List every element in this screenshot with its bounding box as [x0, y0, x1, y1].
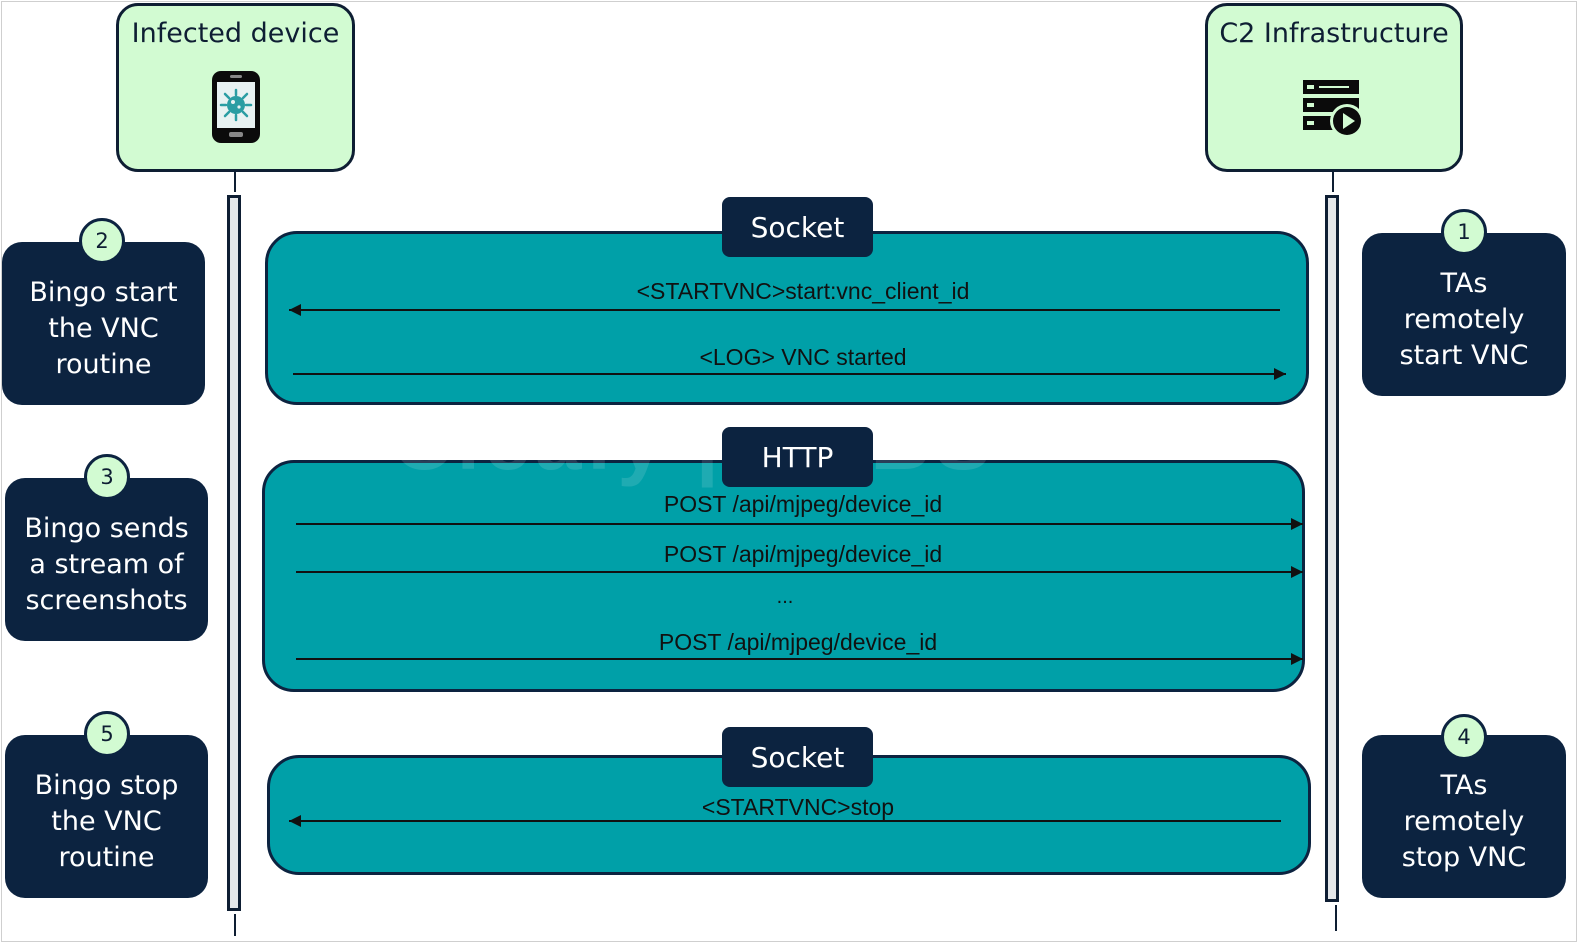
- server-play-icon: [1301, 76, 1367, 147]
- message-label: POST /api/mjpeg/device_id: [663, 541, 943, 567]
- step-1-box: TAs remotely start VNC: [1362, 233, 1566, 396]
- step-4-box: TAs remotely stop VNC: [1362, 735, 1566, 898]
- actor-c2-infrastructure: C2 Infrastructure: [1205, 3, 1463, 172]
- lifeline-device-dash-top: [234, 172, 236, 192]
- lifeline-c2-dash-bottom: [1335, 905, 1337, 931]
- step-3-badge: 3: [84, 454, 130, 500]
- actor-title: Infected device: [131, 18, 340, 49]
- lifeline-c2: [1325, 195, 1339, 902]
- step-text: Bingo sends a stream of screenshots: [24, 512, 189, 616]
- watermark: Cleafy | LABS: [392, 393, 995, 487]
- step-5-box: Bingo stop the VNC routine: [5, 735, 208, 898]
- protocol-label-http: HTTP: [722, 427, 873, 487]
- message-label: <STARTVNC>start:vnc_client_id: [636, 278, 970, 304]
- actor-infected-device: Infected device: [116, 3, 355, 172]
- infected-phone-icon: [210, 70, 262, 149]
- http-group-panel: [262, 460, 1305, 692]
- step-text: TAs remotely start VNC: [1399, 267, 1529, 371]
- step-4-badge: 4: [1441, 714, 1487, 760]
- step-1-badge: 1: [1441, 209, 1487, 255]
- step-3-box: Bingo sends a stream of screenshots: [5, 478, 208, 641]
- step-text: Bingo stop the VNC routine: [34, 769, 179, 873]
- message-label: <LOG> VNC started: [699, 344, 907, 370]
- step-text: Bingo start the VNC routine: [29, 276, 178, 380]
- step-5-badge: 5: [84, 711, 130, 757]
- message-label: <STARTVNC>stop: [701, 794, 895, 820]
- lifeline-device: [227, 195, 241, 911]
- protocol-label-socket: Socket: [722, 197, 873, 257]
- step-2-box: Bingo start the VNC routine: [2, 242, 205, 405]
- lifeline-c2-dash-top: [1332, 172, 1334, 192]
- step-2-badge: 2: [79, 218, 125, 264]
- step-text: TAs remotely stop VNC: [1401, 769, 1527, 873]
- message-ellipsis: ...: [776, 586, 794, 608]
- actor-title: C2 Infrastructure: [1219, 18, 1449, 49]
- protocol-label-socket: Socket: [722, 727, 873, 787]
- lifeline-device-dash-bottom: [234, 914, 236, 936]
- message-label: POST /api/mjpeg/device_id: [663, 491, 943, 517]
- message-label: POST /api/mjpeg/device_id: [658, 629, 938, 655]
